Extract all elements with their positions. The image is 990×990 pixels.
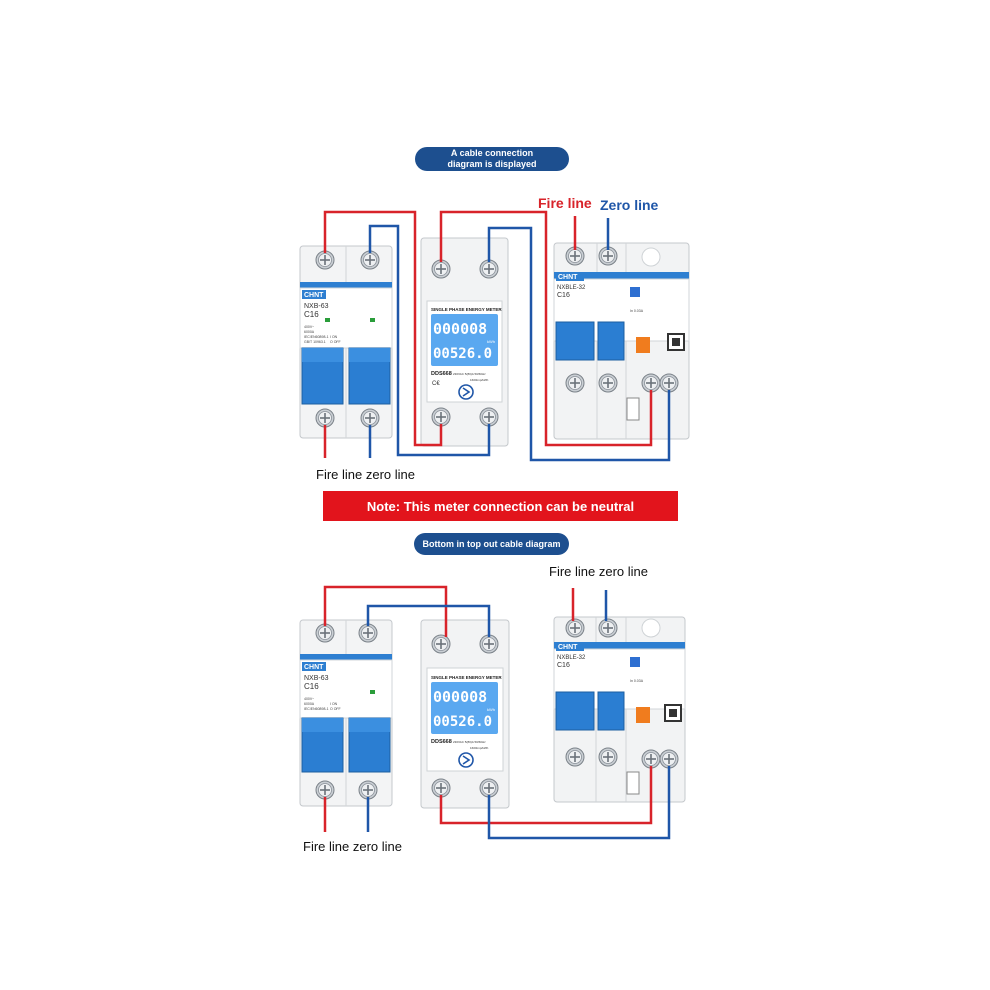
bottom-meter-imp: 1600imp/kWh	[470, 746, 489, 750]
bottom-bottom-label: Fire line zero line	[303, 839, 402, 854]
top-breaker-off: O OFF	[330, 340, 341, 344]
screw-icon	[641, 373, 661, 393]
screw-icon	[360, 408, 380, 428]
bottom-breaker-rating: C16	[304, 682, 319, 691]
bottom-meter-reading-1: 000008	[433, 688, 487, 706]
top-meter-imp: 1600imp/kWh	[470, 378, 489, 382]
bottom-title-text: Bottom in top out cable diagram	[422, 538, 561, 549]
screw-icon	[565, 747, 585, 767]
bottom-rcbo-rating: C16	[557, 662, 570, 669]
screw-icon	[659, 749, 679, 769]
screw-icon	[360, 250, 380, 270]
top-breaker: CHNT NXB-63 C16 400V~ 6000A IEC/EN60898-…	[299, 245, 393, 439]
top-rcbo-model: NXBLE-32	[557, 285, 586, 291]
bottom-energy-meter: SINGLE PHASE ENERGY METER 000008 00526.0…	[420, 619, 510, 809]
bottom-breaker-spec-0: 400V~	[304, 697, 314, 701]
screw-icon	[315, 623, 335, 643]
screw-icon	[315, 250, 335, 270]
screw-icon	[431, 407, 451, 427]
top-meter-header: SINGLE PHASE ENERGY METER	[431, 307, 502, 312]
top-breaker-brand: CHNT	[304, 292, 324, 299]
screw-icon	[358, 780, 378, 800]
top-meter-unit: kWh	[487, 339, 495, 344]
top-fire-line-label: Fire line	[538, 195, 592, 211]
bottom-rcbo: CHNT NXBLE-32 C16 In 0.03A	[553, 616, 686, 803]
top-rcbo-brand: CHNT	[558, 274, 578, 281]
bottom-breaker: CHNT NXB-63 C16 400V~ 6000A IEC/EN60898-…	[299, 619, 393, 807]
neutral-note-banner: Note: This meter connection can be neutr…	[323, 491, 678, 521]
top-bottom-label: Fire line zero line	[316, 467, 415, 482]
screw-icon	[598, 618, 618, 638]
screw-icon	[479, 634, 499, 654]
bottom-breaker-off: O OFF	[330, 707, 341, 711]
svg-text:C€: C€	[432, 381, 440, 387]
screw-icon	[431, 778, 451, 798]
top-meter-spec: 230VAC 5(80)A 50/60Hz	[453, 372, 486, 376]
top-meter-model: DDS668	[431, 371, 452, 377]
bottom-title-pill: Bottom in top out cable diagram	[414, 533, 569, 555]
screw-icon	[315, 780, 335, 800]
bottom-rcbo-side-text: In 0.03A	[630, 679, 644, 683]
bottom-meter-spec: 230VAC 5(80)A 50/60Hz	[453, 740, 486, 744]
bottom-top-label: Fire line zero line	[549, 564, 648, 579]
bottom-breaker-spec-3: IEC/EN60898-1	[304, 707, 329, 711]
top-energy-meter: SINGLE PHASE ENERGY METER 000008 00526.0…	[420, 237, 509, 447]
bottom-meter-reading-2: 00526.0	[433, 714, 492, 730]
bottom-breaker-spec-2: 6000A	[304, 702, 315, 706]
top-wires	[323, 210, 671, 462]
screw-icon	[358, 623, 378, 643]
arrow-circle-icon	[458, 752, 474, 768]
bottom-meter-header: SINGLE PHASE ENERGY METER	[431, 675, 502, 680]
top-zero-line-label: Zero line	[600, 197, 659, 213]
top-breaker-spec-2: 6000A	[304, 330, 315, 334]
screw-icon	[479, 259, 499, 279]
top-breaker-spec-3: IEC/EN60898-1	[304, 335, 329, 339]
bottom-breaker-brand: CHNT	[304, 664, 324, 671]
top-rcbo-side-text: In 0.03A	[630, 309, 644, 313]
screw-icon	[565, 373, 585, 393]
top-title-text: A cable connection diagram is displayed	[447, 148, 537, 169]
screw-icon	[598, 373, 618, 393]
arrow-circle-icon	[458, 384, 474, 400]
bottom-breaker-on: I ON	[330, 702, 338, 706]
top-rcbo: CHNT NXBLE-32 C16 In 0.03A	[553, 242, 690, 440]
screw-icon	[479, 407, 499, 427]
bottom-meter-model: DDS668	[431, 739, 452, 745]
screw-icon	[598, 747, 618, 767]
screw-icon	[565, 618, 585, 638]
screw-icon	[479, 778, 499, 798]
top-title-pill: A cable connection diagram is displayed	[415, 147, 569, 171]
bottom-wires	[323, 585, 671, 840]
screw-icon	[315, 408, 335, 428]
top-meter-reading-2: 00526.0	[433, 346, 492, 362]
screw-icon	[431, 634, 451, 654]
screw-icon	[641, 749, 661, 769]
top-breaker-spec-4: GB/T 10963.1	[304, 340, 326, 344]
top-rcbo-rating: C16	[557, 292, 570, 299]
neutral-note-text: Note: This meter connection can be neutr…	[366, 498, 635, 514]
screw-icon	[659, 373, 679, 393]
bottom-rcbo-model: NXBLE-32	[557, 655, 586, 661]
top-breaker-model: NXB-63	[304, 303, 329, 310]
top-breaker-spec-0: 400V~	[304, 325, 314, 329]
top-breaker-on: I ON	[330, 335, 338, 339]
top-meter-reading-1: 000008	[433, 320, 487, 338]
bottom-meter-unit: kWh	[487, 707, 495, 712]
bottom-rcbo-brand: CHNT	[558, 644, 578, 651]
top-breaker-rating: C16	[304, 310, 319, 319]
screw-icon	[431, 259, 451, 279]
bottom-breaker-model: NXB-63	[304, 675, 329, 682]
